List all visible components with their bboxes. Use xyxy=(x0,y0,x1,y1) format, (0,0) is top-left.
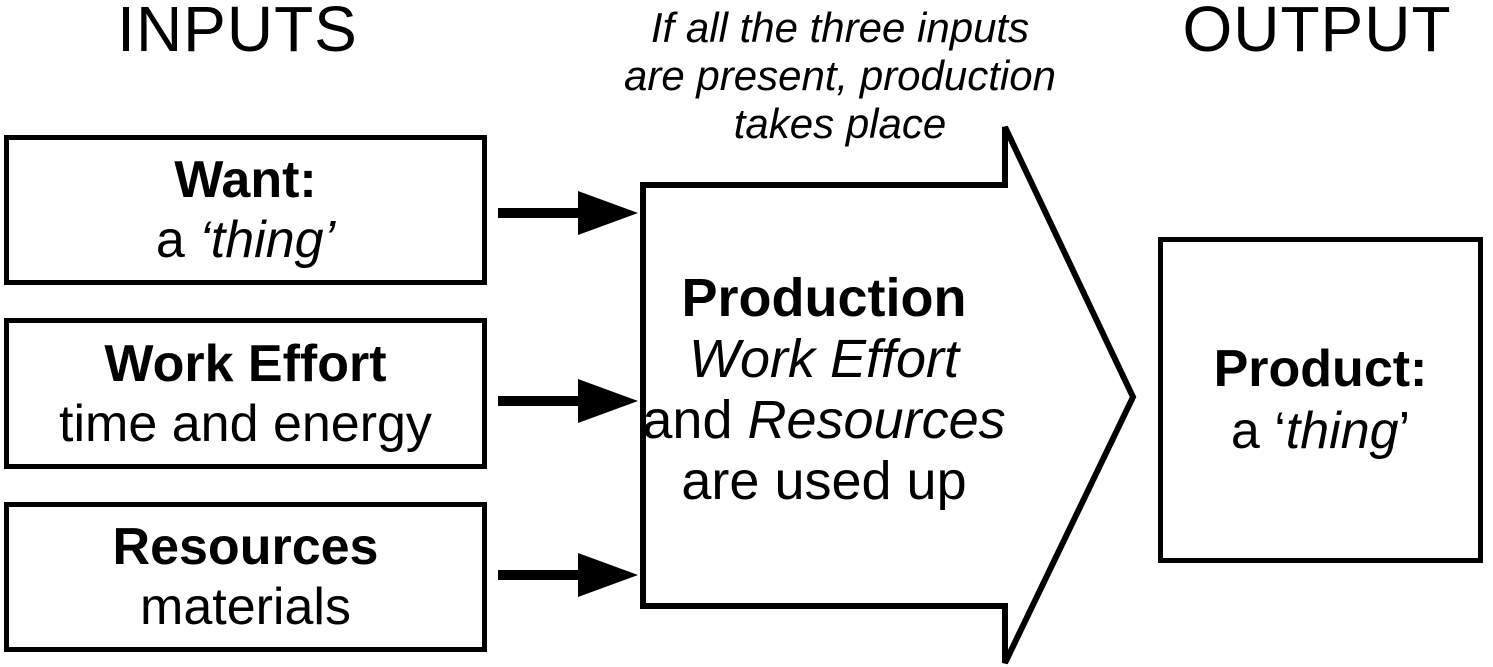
box-subtitle: a ‘thing’ xyxy=(1230,402,1411,460)
condition-caption: If all the three inputs are present, pro… xyxy=(610,4,1070,148)
production-title: Production xyxy=(681,268,967,328)
output-box-product: Product: a ‘thing’ xyxy=(1158,237,1483,563)
input-arrow-icon xyxy=(498,191,638,235)
box-title: Resources xyxy=(112,518,379,576)
caption-line: If all the three inputs xyxy=(650,4,1030,51)
production-line: and Resources xyxy=(642,390,1006,450)
input-arrow-icon xyxy=(498,553,638,597)
caption-line: are present, production xyxy=(624,52,1056,99)
caption-line: takes place xyxy=(733,100,947,147)
input-box-resources: Resources materials xyxy=(4,502,487,652)
inputs-heading: INPUTS xyxy=(117,0,358,65)
input-box-work-effort: Work Effort time and energy xyxy=(4,318,487,469)
production-line: are used up xyxy=(681,451,967,511)
production-label: Production Work Effort and Resources are… xyxy=(634,268,1014,512)
production-line: Work Effort xyxy=(688,329,960,389)
input-box-want: Want: a ‘thing’ xyxy=(4,135,487,285)
output-heading: OUTPUT xyxy=(1182,0,1452,65)
box-title: Work Effort xyxy=(104,334,387,393)
input-arrow-icon xyxy=(498,379,638,423)
box-subtitle: materials xyxy=(140,578,351,636)
box-subtitle: time and energy xyxy=(59,394,432,453)
box-title: Product: xyxy=(1213,340,1428,398)
box-title: Want: xyxy=(174,151,317,209)
box-subtitle: a ‘thing’ xyxy=(155,211,336,269)
